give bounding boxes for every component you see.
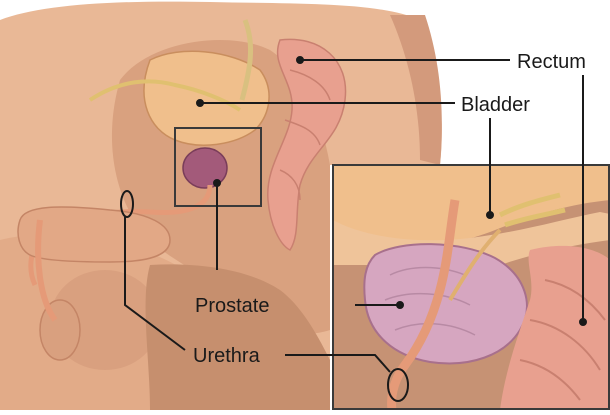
rectum-label: Rectum	[517, 51, 586, 73]
inset-panel	[333, 165, 610, 410]
urethra-label: Urethra	[193, 345, 261, 367]
bladder-label: Bladder	[461, 94, 530, 116]
prostate-label: Prostate	[195, 295, 269, 317]
